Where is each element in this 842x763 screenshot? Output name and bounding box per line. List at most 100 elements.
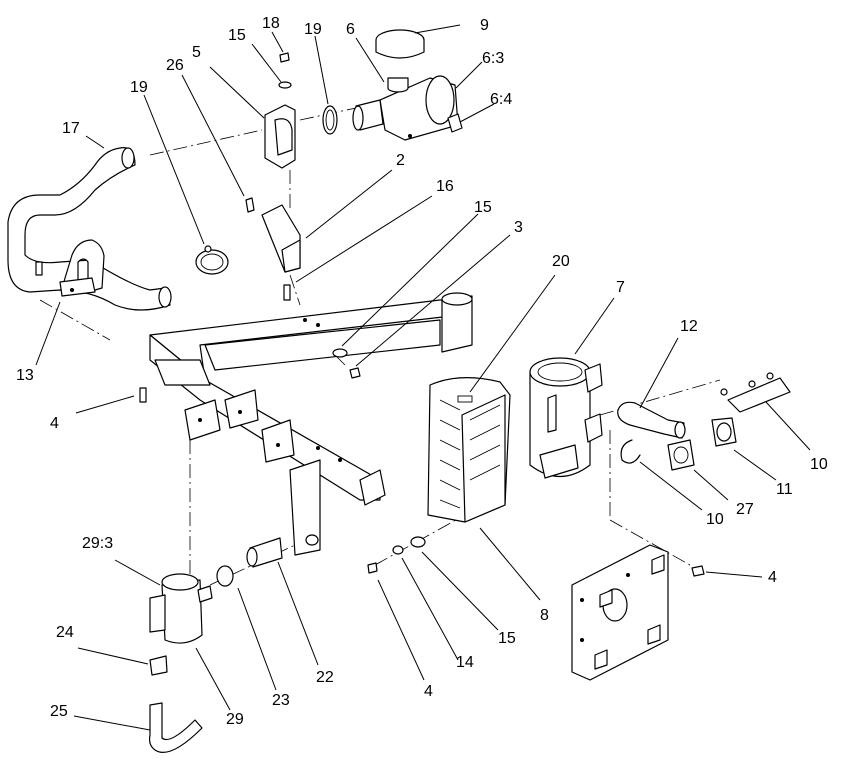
callout-7: 7 (616, 279, 625, 296)
frame-hole (303, 318, 307, 322)
frame-leg (289, 459, 321, 556)
frame-assembly (139, 292, 473, 556)
muffler-top-inner (537, 362, 583, 382)
callout-3: 3 (514, 219, 523, 236)
callout-14: 14 (456, 654, 474, 671)
shield-screw (367, 562, 378, 574)
exhaust-pipe-end (674, 421, 686, 439)
callout-12: 12 (680, 318, 698, 335)
frame-hole (276, 443, 280, 447)
precleaner-body (161, 579, 203, 644)
exhaust-pipe-assembly (617, 372, 791, 471)
muffler-strap (547, 394, 557, 433)
callout-25: 25 (50, 703, 68, 720)
intake-hose-assembly (7, 147, 229, 311)
exhaust-pipe (617, 401, 685, 439)
frame-hole (338, 458, 342, 462)
callout-29-3: 29:3 (82, 535, 113, 552)
callout-17: 17 (62, 120, 80, 137)
mounting-stud (594, 649, 608, 670)
support-bracket-flange (281, 239, 301, 273)
intake-hose-end (121, 147, 135, 169)
callout-19: 19 (304, 21, 322, 38)
callout-2: 2 (396, 152, 405, 169)
mounting-stud (647, 624, 661, 645)
plate-hole (580, 598, 584, 602)
callout-8: 8 (540, 607, 549, 624)
bracket-band (274, 118, 293, 156)
elbow-tube (148, 702, 203, 753)
hose-clamp-top-inner (325, 109, 335, 131)
mounting-stud (651, 554, 665, 575)
bracket-bolt (283, 284, 291, 301)
intake-hose (7, 147, 171, 311)
air-cleaner-cap-rim (375, 39, 425, 59)
callout-10: 10 (706, 511, 724, 528)
frame-bracket-left (184, 399, 221, 441)
callout-6: 6 (346, 21, 355, 38)
mounting-stud (599, 589, 613, 608)
callout-4: 4 (424, 683, 433, 700)
plate-hole (580, 638, 584, 642)
callout-5: 5 (192, 44, 201, 61)
tag-fastener (720, 388, 728, 396)
hose-clamp-screw (204, 245, 212, 253)
tag-fastener (766, 372, 774, 380)
short-hose-end (246, 547, 258, 567)
frame-bracket-right (261, 419, 295, 463)
frame-hole (316, 323, 320, 327)
callout-15: 15 (474, 199, 492, 216)
callout-6-3: 6:3 (482, 50, 504, 67)
support-bracket-assembly (245, 197, 301, 301)
leader-lines (35, 24, 811, 731)
hose-bracket (149, 655, 168, 676)
callout-20: 20 (552, 253, 570, 270)
shield-fasteners (367, 536, 426, 574)
exhaust-flange-bore (716, 422, 732, 442)
hose-clamp-inner (200, 253, 224, 271)
frame-nut (349, 367, 361, 379)
air-cleaner-fitting (408, 134, 412, 138)
heat-shield-label (457, 395, 473, 403)
plate-hole (626, 573, 630, 577)
callout-13: 13 (16, 367, 34, 384)
callout-11: 11 (776, 481, 793, 498)
precleaner-inlet (197, 585, 213, 603)
evacuator-valve (447, 113, 463, 133)
mounting-plate-assembly (571, 544, 705, 681)
callout-6-4: 6:4 (490, 91, 512, 108)
heat-shield-assembly (427, 377, 511, 523)
callout-16: 16 (436, 178, 454, 195)
callout-4: 4 (50, 415, 59, 432)
frame-post-top (441, 292, 473, 306)
heat-shield-side (461, 394, 506, 523)
nut-top (279, 52, 290, 63)
frame-rail-end (359, 469, 386, 506)
callout-23: 23 (272, 692, 290, 709)
frame-hole (316, 446, 320, 450)
hose-mount-bolt (35, 261, 43, 276)
small-clamp (216, 565, 234, 587)
heat-shield-side-louvers (469, 404, 501, 481)
u-clip (620, 439, 641, 464)
warning-tag (727, 377, 791, 413)
callout-29: 29 (226, 711, 244, 728)
frame-crossbar-mid (204, 319, 441, 371)
flat-washer (410, 536, 426, 548)
bracket-screw (245, 197, 255, 213)
callout-19: 19 (130, 79, 148, 96)
plate-screw (691, 565, 705, 577)
callout-22: 22 (316, 669, 334, 686)
frame-hole (238, 410, 242, 414)
callout-10: 10 (810, 456, 828, 473)
air-cleaner-end-cap (425, 75, 455, 125)
tag-fastener (748, 380, 756, 388)
exhaust-gasket-bore (673, 446, 689, 464)
air-cleaner-top-neck (387, 77, 409, 89)
heat-shield-louvers (439, 399, 461, 509)
frame-bracket-mid (224, 389, 259, 429)
frame-hole (198, 418, 202, 422)
precleaner-top (161, 573, 199, 591)
